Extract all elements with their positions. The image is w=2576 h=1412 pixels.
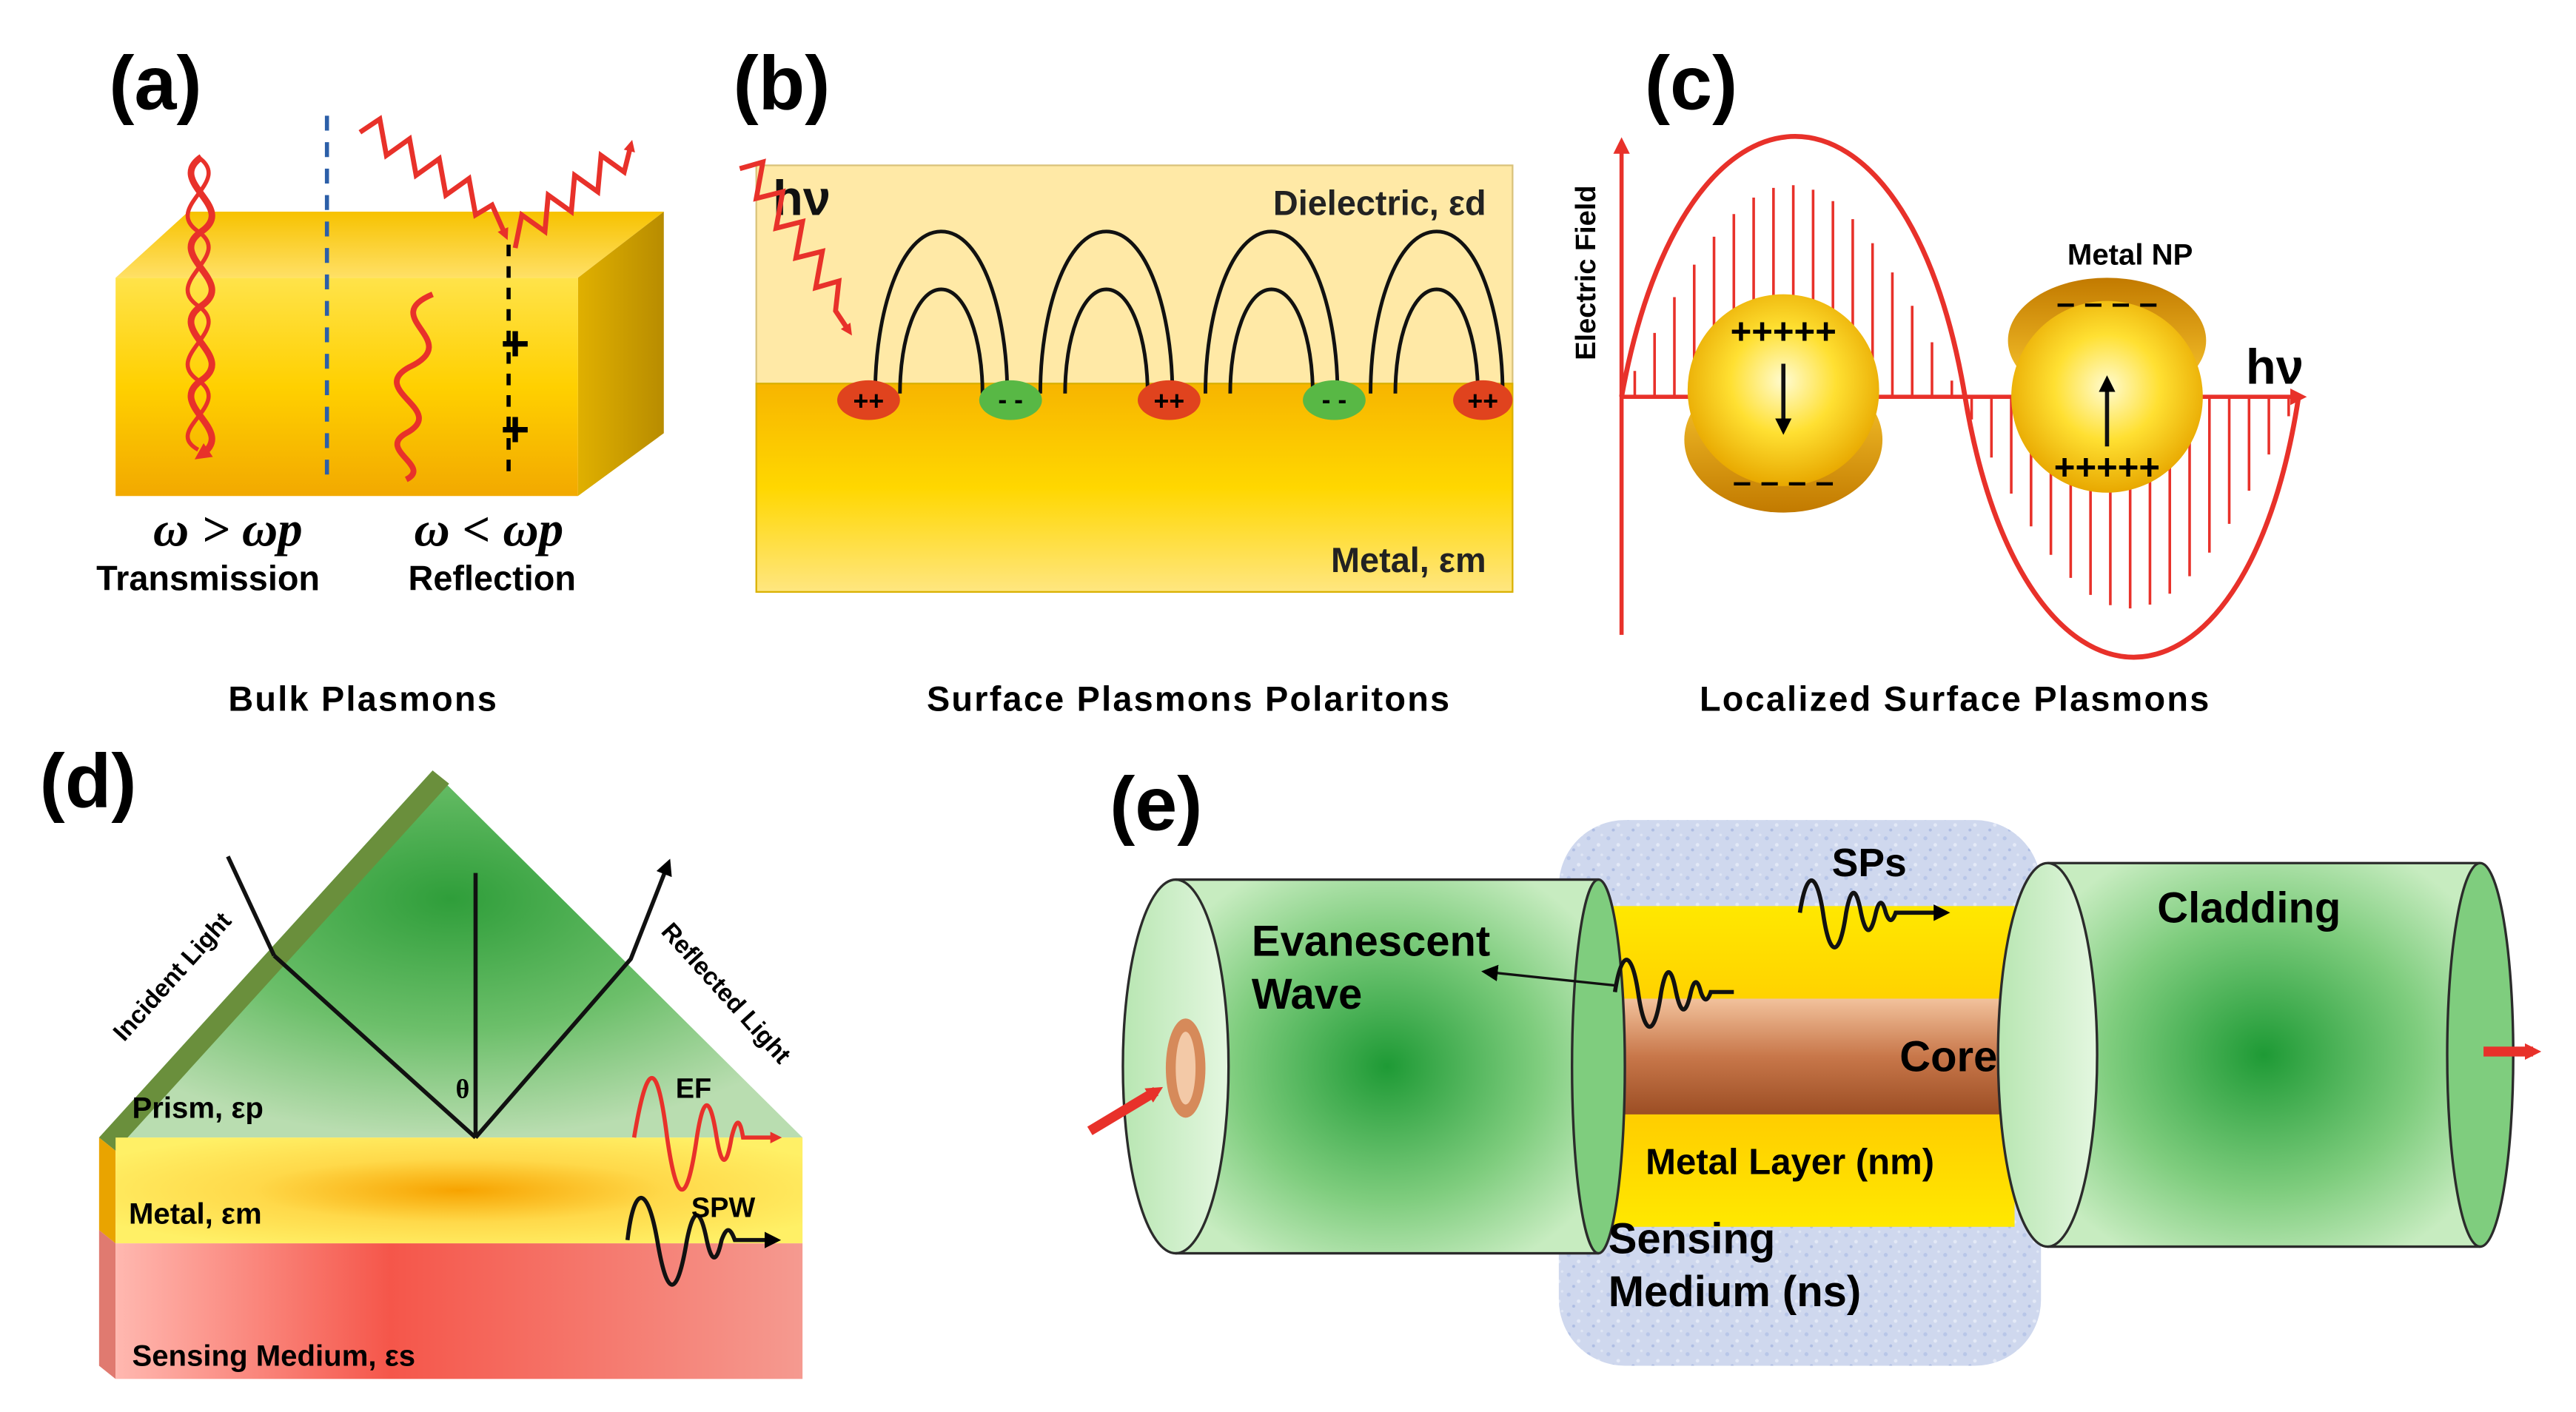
axis-label-field: Electric Field — [1571, 185, 1602, 360]
reflected-ray-path — [474, 858, 672, 1139]
charge-row: ++ - - ++ - - ++ — [837, 380, 1513, 420]
panel-a: (a) + + ω > ωp ω < ωp Transmission Refle… — [96, 40, 664, 719]
pos-charge — [837, 380, 900, 420]
metal-label: Metal, εm — [1331, 541, 1486, 579]
core — [1598, 998, 2031, 1115]
pos-charge — [1138, 380, 1201, 420]
cond-transmission: ω > ωp — [153, 502, 303, 557]
prism — [98, 770, 803, 1138]
panel-a-letter: (a) — [109, 40, 201, 125]
cond-reflection: ω < ωp — [414, 502, 563, 557]
neg-charge — [979, 380, 1042, 420]
field-sine — [1619, 133, 2301, 660]
theta-label: θ — [456, 1074, 470, 1103]
cladding-label: Cladding — [2157, 884, 2341, 932]
prism-edge — [98, 770, 449, 1151]
panel-d: (d) θ Incident Light Reflected Light Pri… — [40, 738, 803, 1379]
panel-b: (b) Dielectric, εd Metal, εm hν ++ - - +… — [733, 40, 1514, 719]
panel-c-letter: (c) — [1645, 40, 1737, 125]
bulk-block-side — [577, 211, 664, 497]
prism-label: Prism, εp — [132, 1091, 263, 1124]
panel-b-letter: (b) — [733, 40, 830, 125]
evanescent-pointer — [1481, 964, 1615, 987]
neg-charge — [1303, 380, 1366, 420]
dielectric-region — [755, 164, 1514, 385]
sensing-label-2: Medium (ns) — [1609, 1268, 1861, 1316]
ef-label: EF — [676, 1073, 711, 1104]
nanoparticle-2: – – – – +++++ — [2008, 278, 2207, 493]
label-reflection: Reflection — [409, 559, 576, 598]
plus-charge-top: + — [500, 316, 529, 372]
np2-plus: +++++ — [2054, 448, 2160, 488]
plus-charge-bottom: + — [500, 402, 529, 457]
pos-charge-label: ++ — [1467, 386, 1498, 416]
transmitted-wave-2 — [185, 155, 211, 452]
pos-charge-label: ++ — [853, 386, 885, 416]
dielectric-label: Dielectric, εd — [1273, 184, 1486, 222]
metal-region — [755, 383, 1514, 593]
nanoparticle-1: +++++ – – – – — [1684, 294, 1883, 513]
np1-minus: – – – – — [1733, 464, 1834, 500]
neg-charge-label: - - — [998, 385, 1023, 414]
caption-spp: Surface Plasmons Polaritons — [927, 680, 1451, 719]
left-cladding — [1121, 878, 1626, 1255]
ef-wave — [631, 1075, 782, 1191]
input-arrow — [1087, 1086, 1164, 1135]
np1-plus: +++++ — [1731, 312, 1837, 352]
panel-c: (c) Electric Field +++++ – – – – – – – –… — [1571, 40, 2307, 719]
np2-minus: – – – – — [2056, 285, 2157, 321]
sensing-label-d: Sensing Medium, εs — [132, 1339, 415, 1372]
panel-d-letter: (d) — [40, 738, 137, 823]
bulk-block-top — [115, 211, 664, 278]
core-label: Core — [1899, 1033, 1997, 1081]
caption-bulk: Bulk Plasmons — [228, 680, 498, 719]
neg-charge-label: - - — [1322, 385, 1347, 414]
pos-charge — [1453, 380, 1513, 420]
spw-label: SPW — [691, 1192, 756, 1223]
evanescent-label-2: Wave — [1252, 970, 1362, 1018]
panel-e: (e) SPs Evanescent — [1087, 761, 2542, 1366]
sp-wave-mid — [1612, 958, 1734, 1029]
field-loops — [873, 229, 1505, 394]
incident-ray-path — [272, 954, 477, 1140]
metal-layer-side — [98, 1137, 116, 1244]
right-cladding — [1996, 861, 2515, 1248]
incident-ray — [226, 855, 276, 957]
spw-wave — [625, 1195, 782, 1287]
sensing-label-1: Sensing — [1609, 1214, 1776, 1263]
incident-photon-b — [739, 158, 852, 336]
label-transmission: Transmission — [96, 559, 320, 598]
metal-layer-d — [115, 1137, 803, 1244]
metal-label-d: Metal, εm — [129, 1197, 262, 1230]
sp-wave-top — [1797, 878, 1951, 949]
caption-lsp: Localized Surface Plasmons — [1700, 680, 2211, 719]
panel-e-letter: (e) — [1110, 761, 1202, 846]
photon-label-c: hν — [2246, 339, 2304, 394]
evanescent-label-1: Evanescent — [1252, 917, 1490, 965]
sensing-medium-d — [115, 1243, 803, 1379]
incident-zigzag — [358, 115, 509, 241]
evanescent-wave — [394, 292, 434, 483]
reflected-zigzag — [512, 140, 635, 249]
pos-charge-label: ++ — [1154, 386, 1185, 416]
metal-layer-label: Metal Layer (nm) — [1646, 1142, 1934, 1182]
sps-label: SPs — [1832, 841, 1907, 885]
sensing-side — [98, 1230, 116, 1379]
np-label: Metal NP — [2067, 238, 2193, 271]
